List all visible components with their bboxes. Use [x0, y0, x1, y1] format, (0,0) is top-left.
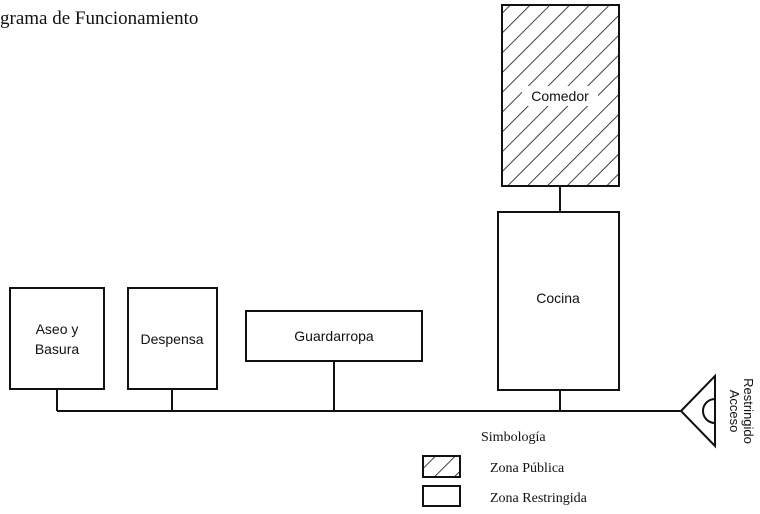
room-label-despensa: Despensa — [140, 331, 203, 347]
room-cocina: Cocina — [497, 211, 620, 391]
access-label-line2: Restringido — [741, 378, 756, 444]
room-label-aseo-line1: Aseo y — [36, 321, 79, 337]
legend-label-restringida: Zona Restringida — [490, 491, 588, 506]
connectors — [56, 361, 561, 411]
room-guardarropa: Guardarropa — [245, 310, 423, 362]
room-comedor: Comedor — [501, 4, 620, 187]
legend-swatch-restringida — [422, 485, 461, 507]
room-aseo-basura: Aseo y Basura — [9, 287, 105, 390]
legend: Simbología Zona Pública Zona Restringida — [422, 430, 588, 507]
room-label-guardarropa: Guardarropa — [294, 328, 374, 344]
access-symbol — [679, 373, 716, 449]
legend-swatch-publica — [422, 455, 461, 478]
legend-label-publica: Zona Pública — [490, 461, 565, 476]
legend-title: Simbología — [481, 430, 546, 445]
access-label-line1: Acceso — [727, 390, 742, 433]
diagram-title: grama de Funcionamiento — [0, 8, 199, 29]
room-label-comedor: Comedor — [531, 88, 589, 104]
room-despensa: Despensa — [127, 287, 218, 390]
room-label-cocina: Cocina — [536, 290, 580, 306]
room-label-aseo-line2: Basura — [35, 341, 80, 357]
